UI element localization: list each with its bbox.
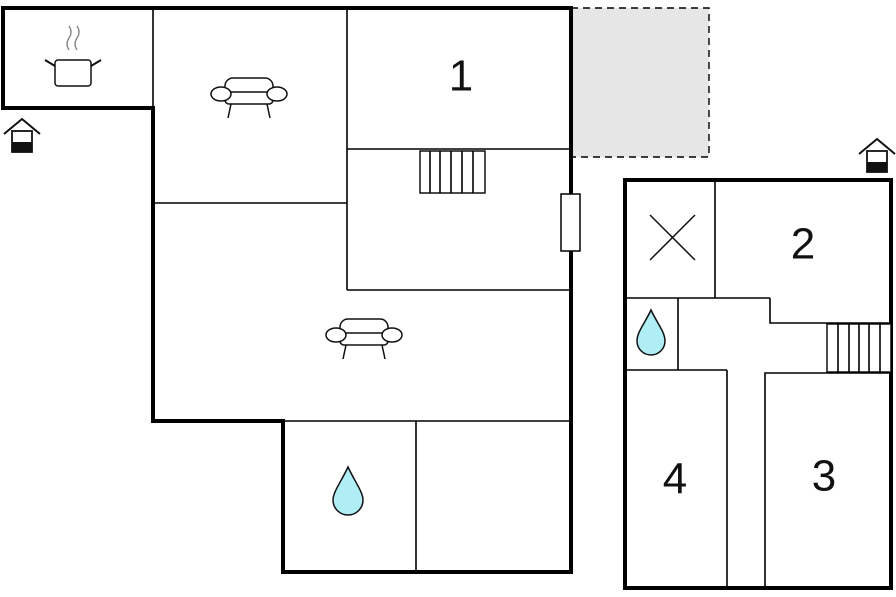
sofa-icon (210, 77, 288, 119)
window (560, 193, 581, 252)
room-number-3: 3 (812, 452, 836, 501)
stairs-icon (419, 150, 486, 194)
water-drop-icon (636, 308, 666, 356)
first-floor: 2 3 4 (623, 137, 896, 590)
stairs-icon (826, 323, 892, 373)
sofa-icon (325, 318, 403, 360)
house-entrance-icon (3, 117, 41, 153)
room-number-4: 4 (663, 455, 687, 504)
room-number-2: 2 (791, 220, 815, 269)
first-floor-outer-wall (623, 178, 893, 590)
house-entrance-icon (858, 137, 896, 173)
room-number-1: 1 (449, 52, 473, 101)
cooking-pot-icon (44, 25, 102, 87)
terrace (570, 7, 710, 158)
ground-floor: 1 (1, 6, 581, 574)
x-mark-icon (649, 214, 696, 261)
water-drop-icon (332, 465, 364, 516)
wall-room-2-step (769, 298, 891, 324)
wall-room-3 (764, 372, 891, 588)
